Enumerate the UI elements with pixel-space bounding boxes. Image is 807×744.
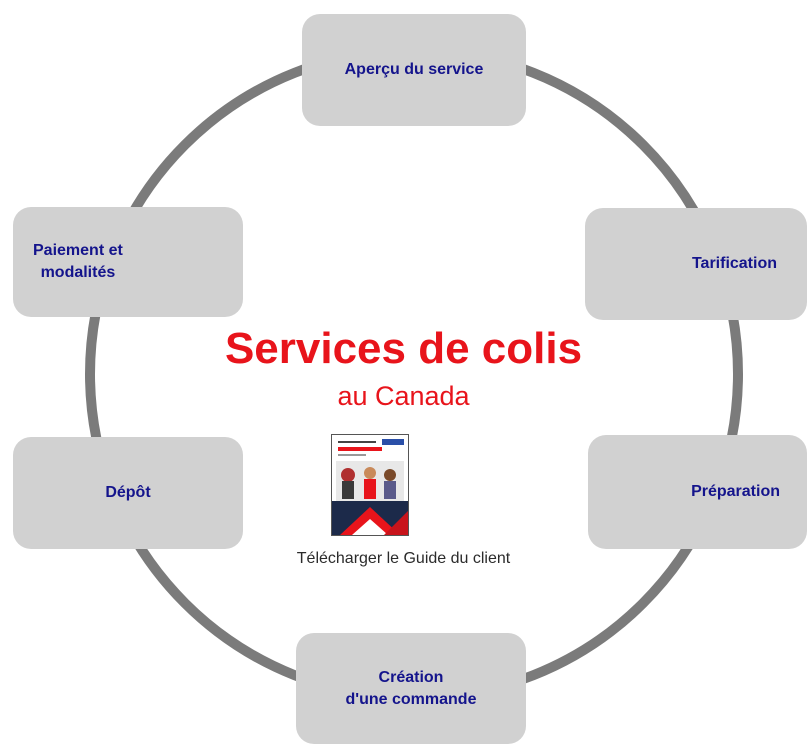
guide-cover-image — [332, 435, 408, 535]
node-preparation[interactable]: Préparation — [588, 435, 807, 549]
node-tarification[interactable]: Tarification — [585, 208, 807, 320]
node-label: Dépôt — [105, 484, 151, 501]
guide-download-link[interactable]: Télécharger le Guide du client — [296, 550, 511, 567]
node-label: Préparation — [691, 483, 780, 500]
node-paiement-modalites[interactable]: Paiement et modalités — [13, 207, 243, 317]
node-creation-commande[interactable]: Création d'une commande — [296, 633, 526, 744]
main-subtitle: au Canada — [337, 381, 470, 411]
main-title: Services de colis — [224, 324, 583, 373]
node-label: Aperçu du service — [344, 61, 484, 78]
node-apercu-du-service[interactable]: Aperçu du service — [302, 14, 526, 126]
node-label: Paiement et modalités — [33, 242, 123, 281]
node-label: Tarification — [691, 255, 777, 272]
node-label: Création d'une commande — [345, 668, 477, 708]
node-depot[interactable]: Dépôt — [13, 437, 243, 549]
guide-cover-thumbnail[interactable] — [331, 434, 409, 536]
